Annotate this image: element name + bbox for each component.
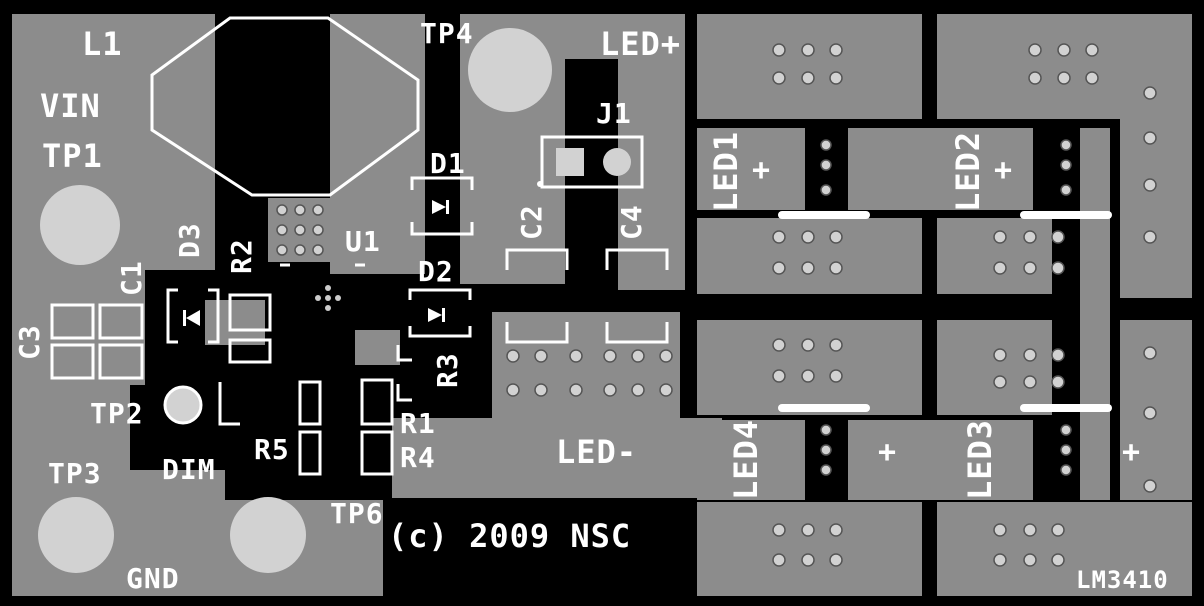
led1-bottom-pour: [697, 218, 922, 294]
tp2-pad: [163, 385, 203, 425]
label-r1: R1: [400, 407, 436, 440]
label-vin: VIN: [40, 87, 101, 125]
label-c2: C2: [515, 204, 548, 240]
label-led2: LED2: [949, 130, 987, 212]
led3-top-pour: [937, 320, 1052, 415]
led-bus-bar: [1080, 128, 1110, 500]
label-tp4: TP4: [420, 17, 474, 50]
led-plus-pour-2: [618, 58, 685, 290]
led4-top-pour: [697, 320, 922, 415]
plus-led1: +: [752, 153, 772, 188]
led4-bottom-pour: [697, 502, 922, 596]
label-tp6: TP6: [330, 497, 384, 530]
led4-pad-pour: [697, 420, 805, 500]
led2-pad-pour: [848, 128, 1033, 210]
led-minus-pour: [392, 418, 722, 498]
led-bars: [778, 211, 1112, 412]
led2-bottom-pour: [937, 218, 1052, 294]
label-copyright: (c) 2009 NSC: [388, 517, 632, 555]
label-c3: C3: [13, 324, 46, 360]
led3-bottom-pour: [937, 502, 1192, 596]
label-d3: D3: [173, 222, 206, 258]
led3-pad-pour: [848, 420, 1033, 500]
label-u1: U1: [345, 225, 381, 258]
label-led-minus: LED-: [556, 433, 638, 471]
small-pad-1: [205, 300, 265, 345]
label-led1: LED1: [707, 130, 745, 212]
diode-symbols: [183, 200, 449, 326]
label-led-plus: LED+: [600, 25, 682, 63]
vin-pour-top: [330, 14, 425, 274]
plus-led3: +: [1122, 435, 1142, 470]
label-dim: DIM: [162, 453, 216, 486]
label-r5: R5: [254, 433, 290, 466]
label-c4: C4: [615, 204, 648, 240]
label-tp1: TP1: [42, 137, 103, 175]
vias: [276, 43, 1157, 567]
label-r4: R4: [400, 441, 436, 474]
label-j1: J1: [596, 97, 632, 130]
connector-j1: [537, 135, 644, 189]
label-l1: L1: [82, 25, 123, 63]
label-gnd: GND: [126, 562, 180, 595]
led-plus-pour: [565, 14, 685, 59]
label-r3: R3: [431, 352, 464, 388]
label-tp2: TP2: [90, 397, 144, 430]
label-tp3: TP3: [48, 457, 102, 490]
led-right-col-pour: [1120, 30, 1192, 298]
mid-pad-pour: [492, 312, 680, 422]
led1-top-pour: [697, 14, 922, 119]
left-input-pour: [12, 14, 383, 596]
tp4-pad: [468, 28, 552, 112]
label-d1: D1: [430, 147, 466, 180]
label-led4: LED4: [727, 418, 765, 500]
label-d2: D2: [418, 255, 454, 288]
led1-pad-pour: [697, 128, 805, 210]
silkscreen-outlines: [50, 176, 669, 476]
inductor-l1: [150, 16, 420, 198]
tp1-pad: [40, 185, 120, 265]
label-r2: R2: [225, 238, 258, 274]
test-points: [38, 28, 552, 573]
label-c1: C1: [115, 260, 148, 296]
label-part-number: LM3410: [1076, 566, 1169, 594]
tp3-pad: [38, 497, 114, 573]
label-led3: LED3: [961, 418, 999, 500]
u1-dots: [315, 285, 341, 311]
tp6-pad: [230, 497, 306, 573]
plus-led4: +: [878, 435, 898, 470]
small-pad-2: [355, 330, 400, 365]
plus-led2: +: [994, 153, 1014, 188]
